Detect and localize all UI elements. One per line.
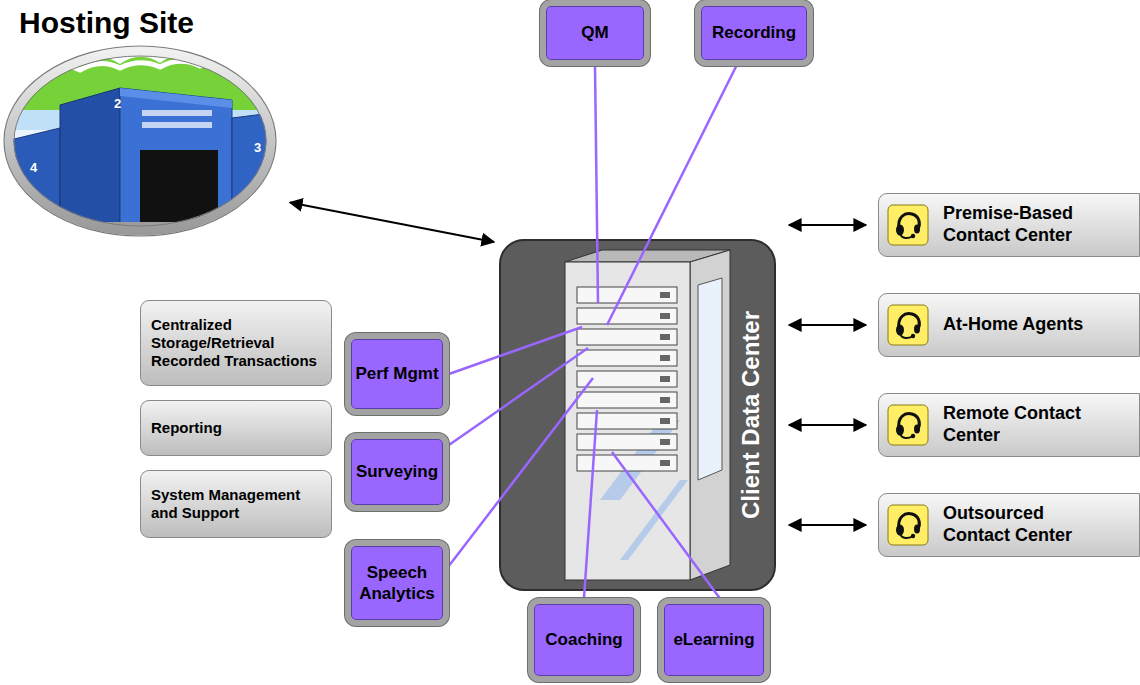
rack-slot [577,350,677,366]
module-link [612,452,720,598]
building-number: 3 [254,140,261,155]
node-label: QM [581,22,608,43]
headset-icon [888,205,928,245]
oval-inner-outline [14,56,266,226]
module-link [584,410,597,598]
rack-led [660,460,670,466]
rack-led [660,439,670,445]
data-center-panel [500,240,775,590]
hosting-illustration [4,46,280,242]
rack-side [690,250,730,580]
rack-led [660,313,670,319]
rack-slot [577,413,677,429]
roof-edge [120,88,232,108]
node-label: Centralized Storage/Retrieval Recorded T… [151,316,321,370]
module-box: eLearning [658,598,770,682]
module-link [595,66,598,303]
site-oval: Hosting Site [5,3,280,235]
double-arrow [290,203,494,242]
rack-shine [620,480,688,560]
double-arrow [789,224,866,226]
node-label: At-Home Agents [943,314,1083,336]
rack-led [660,334,670,340]
module-box: QM [540,0,650,66]
rack-side-window [698,278,722,480]
contact-center-box: Premise-Based Contact Center [878,193,1140,257]
node-label: Recording [712,22,796,43]
rack-slot [577,392,677,408]
rack-led [660,355,670,361]
oval-rim [9,51,271,231]
headset-icon [888,505,928,545]
building-number: 4 [30,160,37,175]
module-link [449,378,593,566]
rack-slot [577,287,677,303]
headset-icon [888,405,928,445]
double-arrow [789,324,866,326]
double-arrow [789,424,866,426]
rack-led [660,418,670,424]
module-box: Coaching [528,598,640,682]
main-building-front [120,88,232,225]
main-building-side [60,88,120,225]
headset-icon [888,305,928,345]
contact-center-box: Outsourced Contact Center [878,493,1140,557]
node-label: Coaching [545,629,622,650]
rack-led [660,397,670,403]
window-strip [142,110,212,116]
node-label: Perf Mgmt [355,363,438,384]
module-box: Recording [695,0,813,66]
contact-center-box: At-Home Agents [878,293,1140,357]
window-strip [142,122,212,128]
node-label: Surveying [356,461,438,482]
rack-slot [577,329,677,345]
node-label: System Management and Support [151,486,321,522]
module-link [607,66,736,325]
module-box: Speech Analytics [345,540,449,626]
contact-center-box: Remote Contact Center [878,393,1140,457]
node-label: Client Data Center [737,311,765,519]
data-center-box: Client Data Center [500,240,775,590]
module-box: Surveying [345,433,449,511]
site-title: Hosting Site [19,5,280,41]
node-label: eLearning [673,629,754,650]
rack-led [660,292,670,298]
data-center-illustration [500,240,775,590]
service-box: Centralized Storage/Retrieval Recorded T… [140,300,332,386]
rack-led [660,376,670,382]
module-link [449,348,588,445]
node-label: Outsourced Contact Center [943,503,1113,546]
rack-slot [577,434,677,450]
double-arrow [789,524,866,526]
rack-slot [577,308,677,324]
node-label: Reporting [151,419,222,437]
node-label: Premise-Based Contact Center [943,203,1113,246]
service-box: Reporting [140,400,332,456]
service-box: System Management and Support [140,470,332,538]
cloud-edge [5,61,280,72]
node-label: Speech Analytics [353,562,441,605]
module-box: Perf Mgmt [345,333,449,415]
building-number: 2 [114,96,121,111]
oval-outline [4,46,276,236]
node-label: Remote Contact Center [943,403,1113,446]
